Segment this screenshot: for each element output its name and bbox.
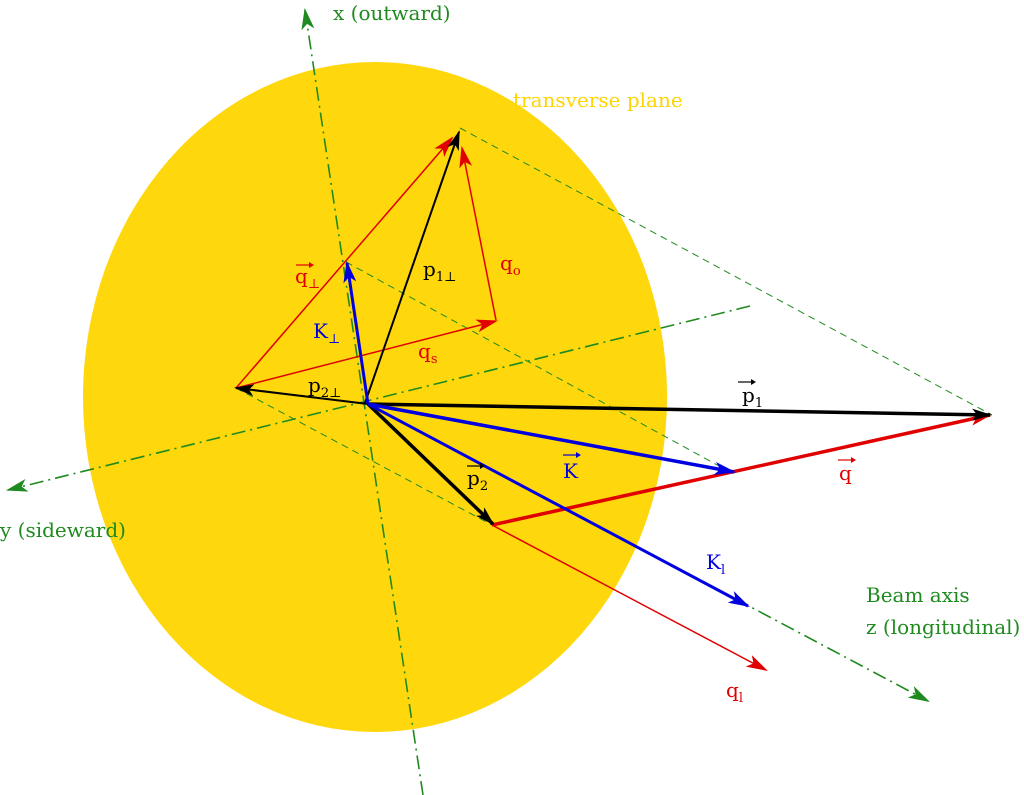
vector-arrowhead <box>751 379 756 385</box>
svg-text:q⊥: q⊥ <box>295 264 320 292</box>
p2-label: p2 <box>467 463 488 494</box>
K-perp-arrow <box>343 260 370 405</box>
svg-text:q: q <box>839 461 852 485</box>
transverse-plane <box>83 62 667 732</box>
x-axis-label: x (outward) <box>333 1 451 25</box>
blue-arrows <box>343 260 750 608</box>
black-arrows <box>234 130 992 526</box>
K-l-label: Kl <box>706 550 725 578</box>
vector-arrowhead <box>309 262 314 268</box>
p1-perp-label: p1⊥ <box>423 257 456 285</box>
svg-text:p1: p1 <box>742 383 763 411</box>
p1-label: p1 <box>738 379 763 411</box>
transverse-plane-label: transverse plane <box>513 88 683 112</box>
K-label: K <box>563 452 581 483</box>
p2-arrow <box>366 402 495 526</box>
beam-axis-z-label: z (longitudinal) <box>866 615 1020 639</box>
K-l-arrow <box>367 402 750 608</box>
q-l-arrow <box>491 524 768 672</box>
q-l-label: ql <box>726 678 743 706</box>
K-arrow <box>367 402 737 475</box>
q-label: q <box>838 457 856 485</box>
p1-arrow <box>367 402 992 421</box>
vector-arrowhead <box>851 457 856 463</box>
beam-axis-label: Beam axis <box>866 583 970 607</box>
vector-arrowhead <box>480 463 485 469</box>
svg-text:K: K <box>563 459 579 483</box>
q-perp-label: q⊥ <box>295 262 320 292</box>
q-arrow <box>491 412 993 527</box>
p2-perp-label: p2⊥ <box>308 373 341 401</box>
projection-lines <box>235 127 993 526</box>
vector-arrowhead <box>576 452 581 458</box>
q-o-label: qo <box>500 251 521 279</box>
p1-perp-arrow <box>364 130 460 404</box>
y-axis-label: y (sideward) <box>0 518 126 542</box>
q-s-arrow <box>235 319 499 389</box>
p2-perp-arrow <box>234 384 369 405</box>
K-perp-label: K⊥ <box>313 319 340 347</box>
y-axis-line <box>5 305 751 492</box>
q-o-arrow <box>459 145 497 321</box>
svg-text:p2: p2 <box>467 466 488 494</box>
q-s-label: qs <box>418 339 437 367</box>
